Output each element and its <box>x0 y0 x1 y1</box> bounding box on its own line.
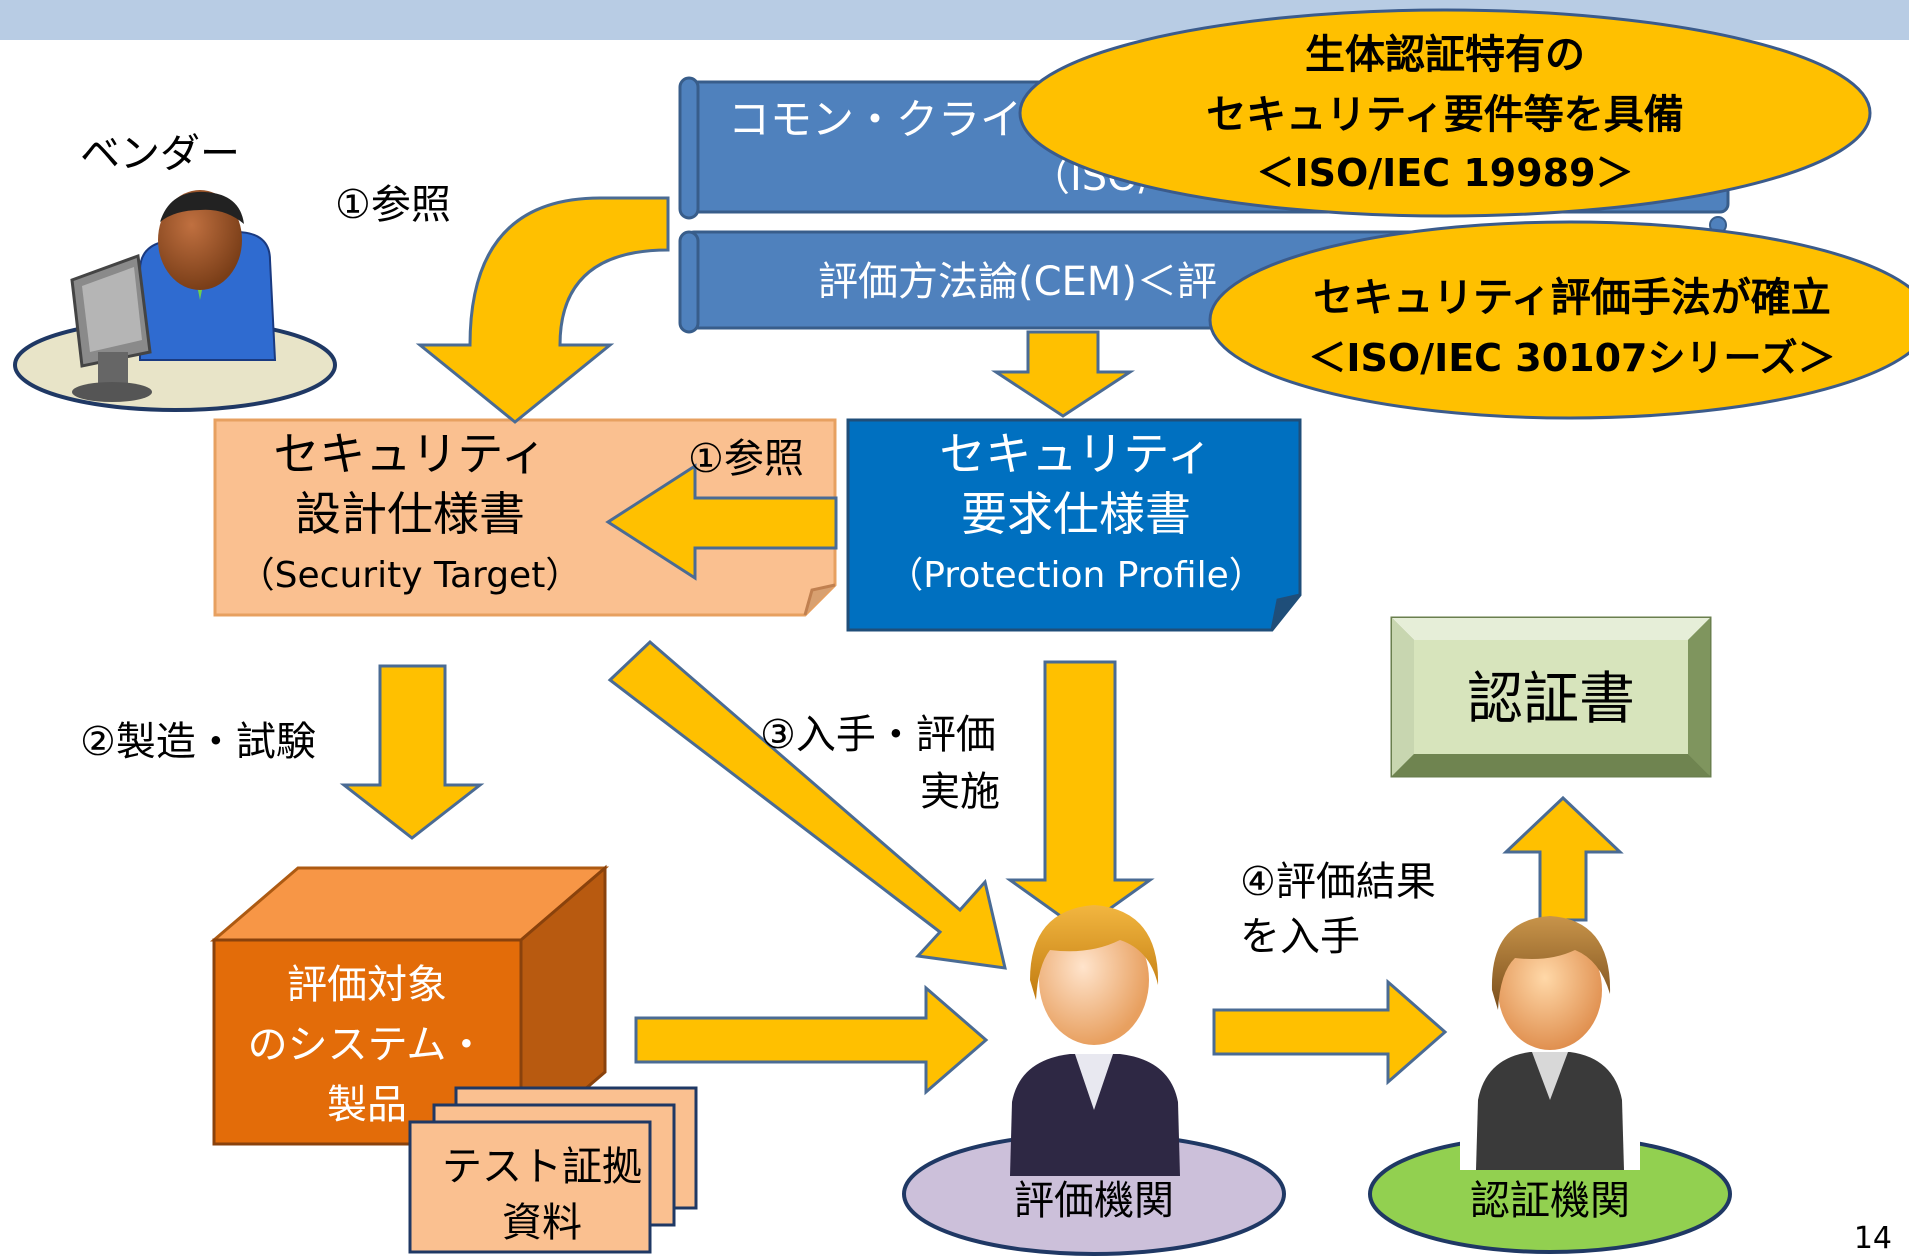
test-docs-line1: テスト証拠 <box>442 1144 642 1190</box>
arrow-ref-top <box>415 196 670 424</box>
test-docs-stack <box>408 1086 698 1254</box>
arrows <box>339 196 1624 1096</box>
pp-line3: （Protection Profile） <box>887 555 1265 596</box>
step-get-result-2: を入手 <box>1240 914 1360 960</box>
cem-scroll-label: 評価方法論(CEM)＜評 <box>818 259 1217 305</box>
pp-line2: 要求仕様書 <box>961 487 1191 541</box>
st-line3: （Security Target） <box>239 555 582 596</box>
step-ref-mid: ①参照 <box>688 436 804 482</box>
arrow-toe-to-eval <box>634 984 989 1096</box>
cert-org-label: 認証機関 <box>1470 1178 1630 1224</box>
certificate-frame <box>1390 616 1712 778</box>
callout-eval-line2: ＜ISO/IEC 30107シリーズ＞ <box>1308 336 1835 380</box>
step-obtain-eval-1: ③入手・評価 <box>760 712 996 758</box>
vendor-label: ベンダー <box>80 131 240 177</box>
arrow-st-to-toe <box>339 664 485 840</box>
test-docs-line2: 資料 <box>502 1200 582 1246</box>
toe-box <box>209 864 610 1148</box>
toe-line1: 評価対象 <box>287 962 447 1008</box>
step-ref-top: ①参照 <box>335 182 451 228</box>
toe-line2: のシステム・ <box>248 1022 487 1068</box>
arrow-cert-to-certificate <box>1502 795 1624 922</box>
step-manufacture: ②製造・試験 <box>80 719 316 765</box>
cert-org-figure <box>1368 916 1732 1254</box>
callout-eval-line1: セキュリティ評価手法が確立 <box>1313 275 1831 321</box>
callout-bio-line2: セキュリティ要件等を具備 <box>1206 92 1684 138</box>
st-line2: 設計仕様書 <box>295 487 525 541</box>
step-get-result-1: ④評価結果 <box>1240 859 1436 905</box>
step-obtain-eval-2: 実施 <box>920 769 1000 815</box>
eval-org-label: 評価機関 <box>1014 1178 1174 1224</box>
toe-line3: 製品 <box>327 1082 407 1128</box>
vendor-person-icon <box>13 190 337 412</box>
callout-bio-line1: 生体認証特有の <box>1305 32 1585 78</box>
certificate-label: 認証書 <box>1467 667 1635 732</box>
eval-org-figure <box>902 905 1286 1256</box>
protection-profile-doc <box>846 418 1302 632</box>
arrow-st-to-eval <box>607 639 1007 970</box>
cc-scroll-line1: コモン・クライテ <box>728 95 1063 144</box>
pp-line1: セキュリティ <box>939 427 1212 481</box>
callout-bio-line3: ＜ISO/IEC 19989＞ <box>1256 151 1633 195</box>
callout-eval-bubble <box>1208 220 1909 420</box>
arrow-eval-to-cert <box>1212 978 1448 1086</box>
arrow-cem-to-pp <box>990 330 1136 418</box>
page-number: 14 <box>1854 1221 1892 1256</box>
st-line1: セキュリティ <box>273 427 546 481</box>
callout-bio-bubble <box>1018 8 1872 218</box>
arrow-pp-to-st <box>605 463 838 581</box>
arrow-pp-to-eval <box>1005 660 1155 932</box>
